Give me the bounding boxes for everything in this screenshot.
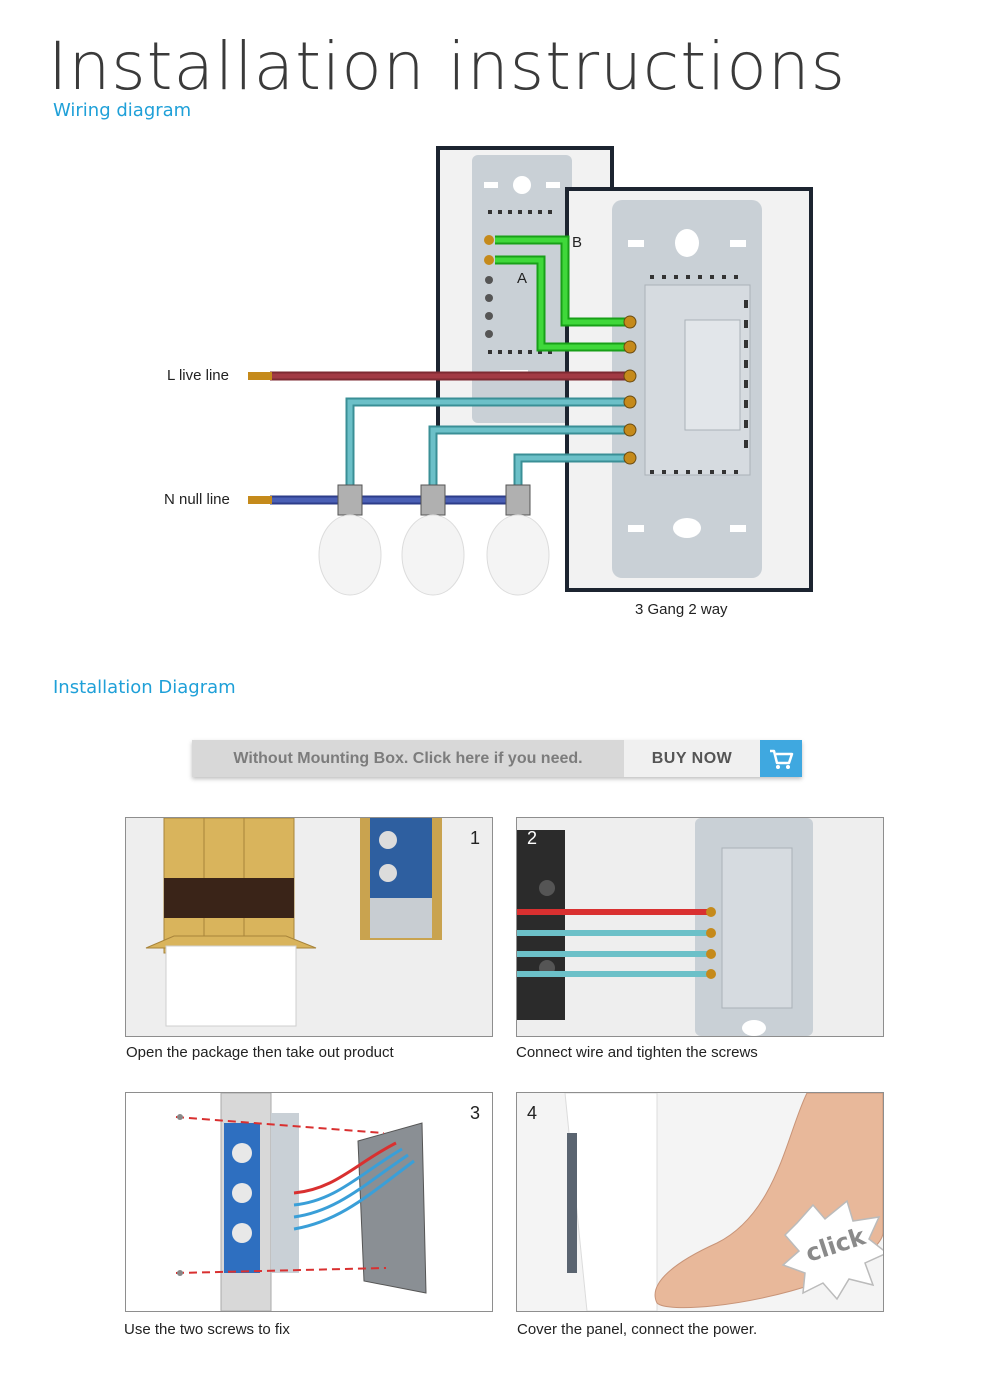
step-3-number: 3 — [470, 1103, 481, 1123]
bulb-1 — [318, 484, 382, 596]
cart-button[interactable] — [760, 740, 802, 777]
bulb-3 — [486, 484, 550, 596]
step-2-number: 2 — [527, 828, 538, 848]
front-switch — [565, 187, 813, 592]
wiring-diagram-label: Wiring diagram — [53, 100, 192, 121]
step-2-caption: Connect wire and tighten the screws — [516, 1044, 758, 1061]
buy-now-button[interactable]: BUY NOW — [624, 740, 760, 777]
step-4-image: 4 click — [516, 1092, 884, 1312]
installation-diagram-label: Installation Diagram — [53, 677, 236, 698]
bulb-2 — [401, 484, 465, 596]
page-title: Installation instructions — [48, 28, 847, 105]
step-3-caption: Use the two screws to fix — [124, 1321, 290, 1338]
step-4-number: 4 — [527, 1103, 538, 1123]
traveler-label-b: B — [572, 234, 583, 251]
cart-icon — [770, 749, 794, 769]
step-2-image: 2 — [516, 817, 884, 1037]
live-line-label: L live line — [167, 367, 229, 384]
step-1-caption: Open the package then take out product — [126, 1044, 394, 1061]
banner-text[interactable]: Without Mounting Box. Click here if you … — [192, 740, 624, 777]
step-1-number: 1 — [470, 828, 481, 848]
mounting-box-banner[interactable]: Without Mounting Box. Click here if you … — [192, 740, 802, 777]
step-4-caption: Cover the panel, connect the power. — [517, 1321, 758, 1338]
traveler-label-a: A — [517, 270, 528, 287]
wiring-diagram — [248, 146, 813, 596]
step-1-image: 1 — [125, 817, 493, 1037]
step-3-image: 3 — [125, 1092, 493, 1312]
wires — [270, 235, 626, 505]
switch-caption: 3 Gang 2 way — [635, 601, 728, 618]
null-line-label: N null line — [164, 491, 230, 508]
